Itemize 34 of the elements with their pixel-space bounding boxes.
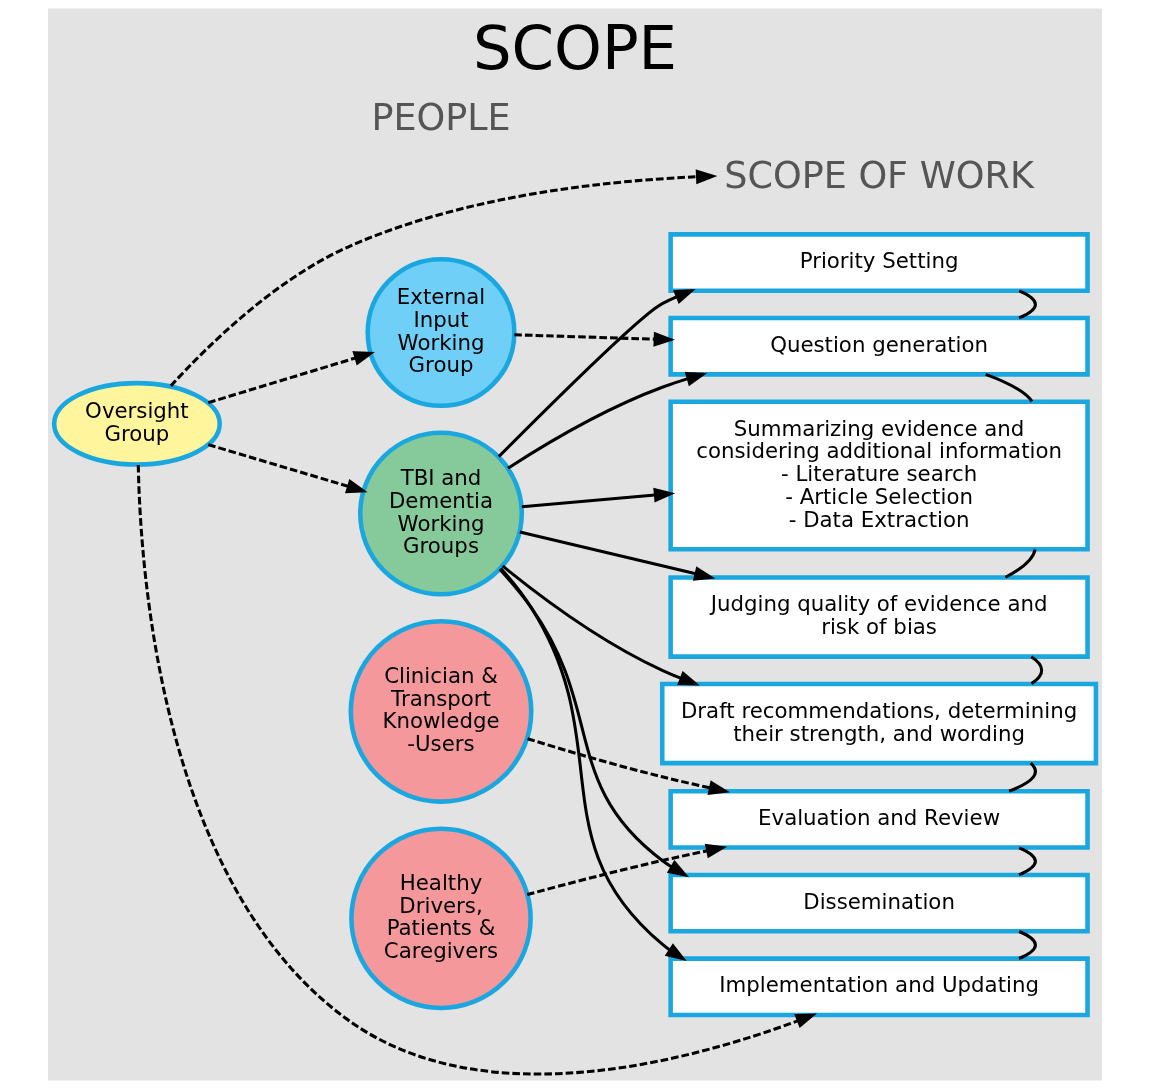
connector (1018, 846, 1037, 877)
arrow (498, 568, 690, 878)
node-box: Implementation and Updating (668, 956, 1090, 1018)
arrow (501, 564, 700, 686)
node-text: SCOPE OF WORK (724, 154, 1034, 198)
node-circle: Healthy Drivers, Patients & Caregivers (349, 826, 533, 1011)
node-box: Dissemination (668, 872, 1090, 934)
node-box: Evaluation and Review (668, 789, 1090, 850)
arrow (519, 530, 716, 581)
connector (1018, 930, 1037, 960)
node-box: Question generation (668, 315, 1090, 377)
arrow (526, 843, 728, 897)
arrow (507, 371, 708, 470)
arrow (527, 737, 730, 795)
label: PEOPLE (371, 96, 511, 140)
node-box: Priority Setting (668, 232, 1090, 293)
node-circle: External Input Working Group (365, 256, 517, 409)
node-circle: TBI and Dementia Working Groups (358, 430, 525, 597)
arrow (521, 487, 676, 509)
connector (1030, 655, 1044, 685)
connector (1018, 289, 1037, 320)
arrow (207, 443, 368, 494)
arrow (207, 351, 375, 405)
node-box: Summarizing evidence and considering additional information - Literature search - Article Selection - Data Extraction (668, 399, 1090, 552)
arrow (497, 289, 696, 458)
arrow (136, 465, 817, 1076)
arrow (169, 169, 718, 387)
node-box: Draft recommendations, determining their strength, and wording (660, 681, 1099, 766)
node-circle: Clinician & Transport Knowledge -Users (348, 618, 534, 804)
diagram-title: SCOPE (472, 13, 678, 84)
arrow (514, 331, 675, 347)
node-box: Judging quality of evidence and risk of bias (668, 575, 1090, 659)
arrow (499, 567, 687, 962)
node-ellipse: Oversight Group (51, 380, 222, 467)
